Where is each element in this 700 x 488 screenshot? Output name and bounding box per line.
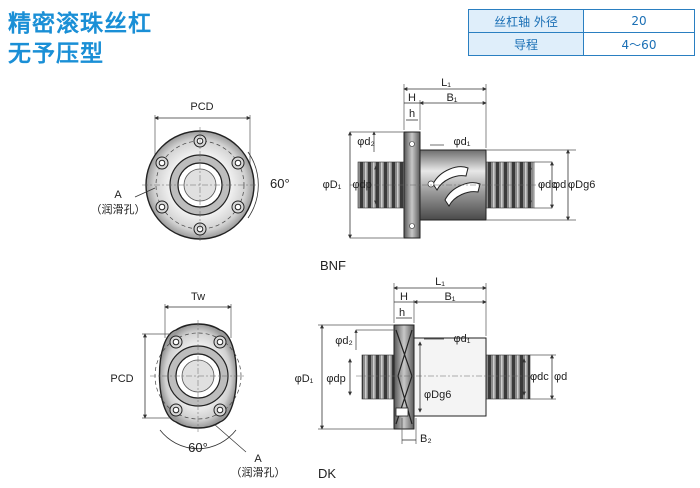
dk-hole-label: A <box>254 453 262 465</box>
dk-dp-label: φdp <box>326 373 345 385</box>
bnf-d1-label: φd₁ <box>454 136 471 148</box>
dk-Dg6-label: φDg6 <box>424 389 451 401</box>
dk-d2-label: φd₂ <box>335 335 353 347</box>
bnf-side-view: L₁ H B₁ h φd₂ φd₁ φD₁ φdp φdc φDg6 φd <box>323 77 595 239</box>
dk-pcd-label: PCD <box>110 373 133 385</box>
bnf-pcd-label: PCD <box>190 101 213 113</box>
spec-value-shaft-diameter: 20 <box>583 9 695 33</box>
bnf-front-view: PCD 60° A （润滑孔） <box>91 101 290 243</box>
dk-tw-label: Tw <box>191 291 205 303</box>
spec-key-shaft-diameter: 丝杠轴 外径 <box>468 9 584 33</box>
bnf-B1-label: B₁ <box>446 92 457 104</box>
title-line-1: 精密滚珠丝杠 <box>8 11 152 37</box>
dk-B2-label: B₂ <box>420 433 432 445</box>
dk-B1-label: B₁ <box>444 291 455 303</box>
dk-D1-label: φD₁ <box>295 373 314 385</box>
bnf-d-label: φd <box>553 179 566 191</box>
bnf-dp-label: φdp <box>352 179 371 191</box>
dk-front-view: Tw PCD 60° A （润滑孔） <box>110 291 285 479</box>
dk-side-view: L₁ H B₁ h φD₁ φd₂ φd₁ φdp φDg6 φdc φd B₂ <box>295 276 568 445</box>
dk-d-label: φd <box>554 371 567 383</box>
bnf-angle-label: 60° <box>270 176 290 191</box>
bnf-hole-note: （润滑孔） <box>91 202 146 216</box>
spec-key-lead: 导程 <box>468 32 584 56</box>
bnf-h-label: h <box>409 108 415 120</box>
bnf-hole-label: A <box>114 189 122 201</box>
bnf-D1-label: φD₁ <box>323 179 342 191</box>
dk-d1-label: φd₁ <box>454 333 471 345</box>
dk-H-label: H <box>400 291 408 303</box>
spec-row-shaft-diameter: 丝杠轴 外径 20 <box>468 9 695 33</box>
bnf-L1-label: L₁ <box>441 77 451 89</box>
dk-hole-note: （润滑孔） <box>231 465 286 479</box>
dk-dc-label: φdc <box>530 371 549 383</box>
spec-table: 丝杠轴 外径 20 导程 4～60 <box>468 9 695 56</box>
bnf-d2-label: φd₂ <box>357 136 375 148</box>
bnf-Dg6-label: φDg6 <box>568 179 595 191</box>
dk-h-label: h <box>399 307 405 319</box>
bnf-model-name: BNF <box>320 258 346 273</box>
title-line-2: 无予压型 <box>8 41 104 67</box>
spec-value-lead: 4～60 <box>583 32 695 56</box>
dk-model-name: DK <box>318 466 336 481</box>
spec-row-lead: 导程 4～60 <box>468 32 695 56</box>
bnf-H-label: H <box>408 92 416 104</box>
dk-angle-label: 60° <box>188 440 208 455</box>
dk-L1-label: L₁ <box>435 276 445 288</box>
